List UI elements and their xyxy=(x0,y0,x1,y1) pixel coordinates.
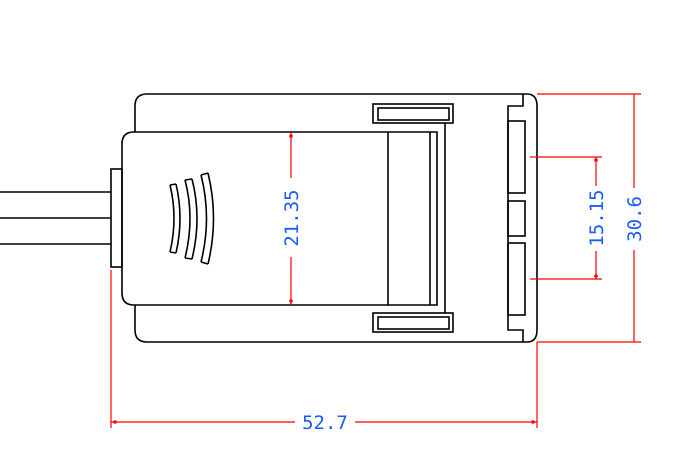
contacts xyxy=(507,120,526,316)
dimension-inner-height: 21.35 xyxy=(281,132,303,305)
dimension-label: 15.15 xyxy=(586,189,608,246)
dimension-contact-span: 15.15 xyxy=(530,156,608,280)
body-right-end xyxy=(523,93,538,343)
cable-wires xyxy=(0,191,111,245)
sound-wave-grip-icon xyxy=(169,172,215,265)
bottom-clip xyxy=(372,312,454,333)
dimension-overall-height: 30.6 xyxy=(537,93,646,343)
dimension-overall-length: 52.7 xyxy=(110,270,538,434)
top-clip xyxy=(372,103,454,124)
dimension-label: 30.6 xyxy=(624,196,646,242)
connector-body xyxy=(134,93,524,343)
dimension-label: 52.7 xyxy=(302,412,348,434)
dimension-label: 21.35 xyxy=(281,189,303,246)
cable-strain-relief xyxy=(110,168,123,268)
latch-panel xyxy=(121,131,438,306)
